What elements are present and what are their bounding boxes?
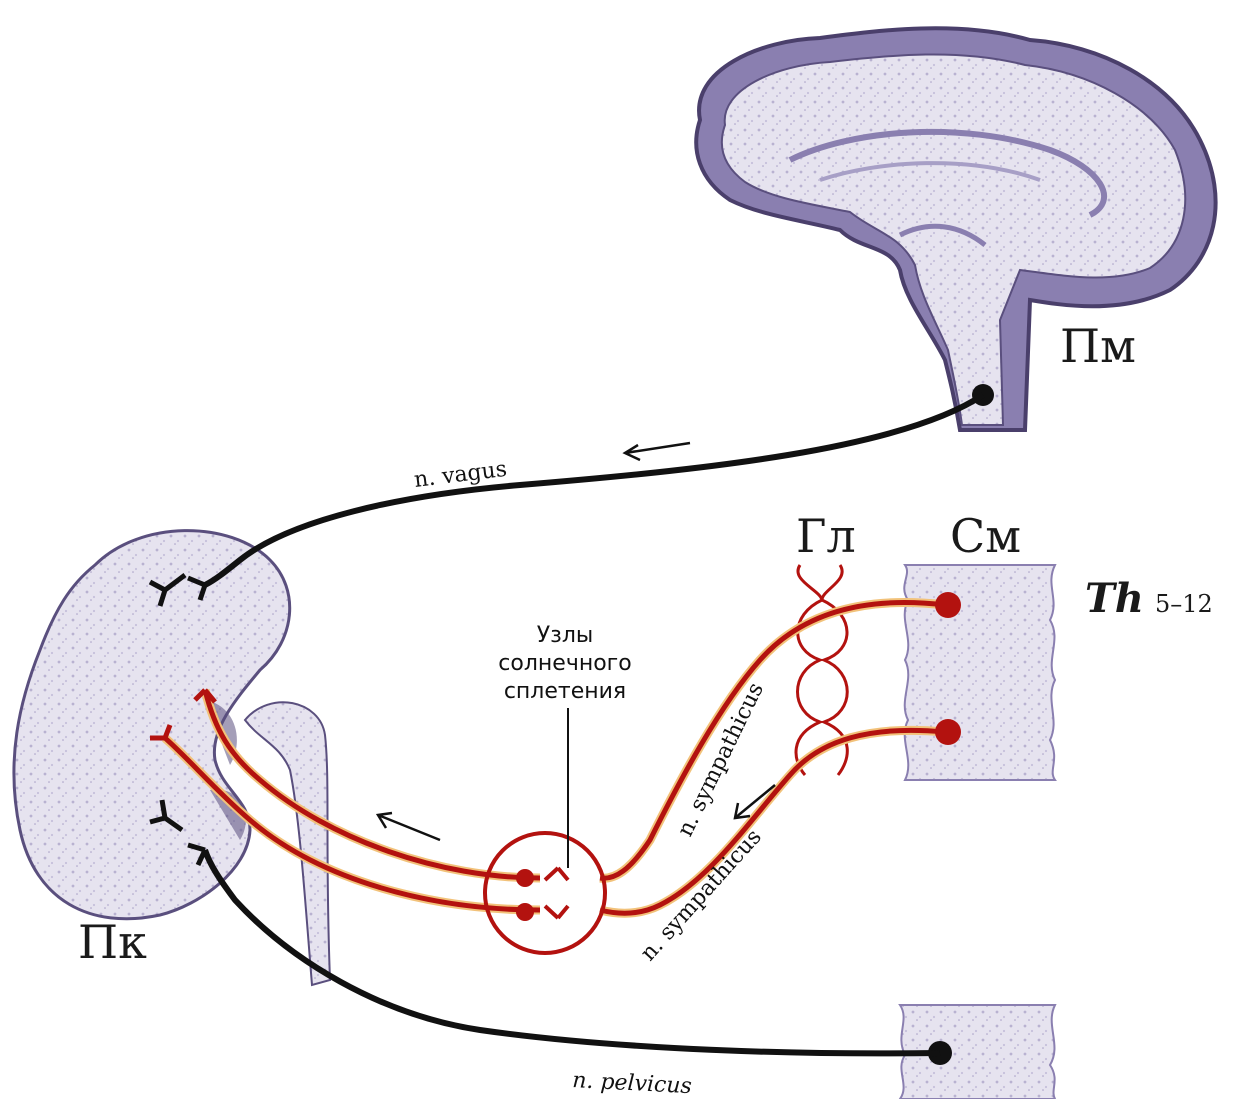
- segment-label: Th: [1085, 575, 1144, 622]
- plexus-label-line2: солнечного: [498, 651, 631, 676]
- thoracic-neuron-lower: [935, 719, 961, 745]
- pelvicus-label: n. pelvicus: [572, 1068, 693, 1099]
- brain-label: Пм: [1060, 319, 1136, 373]
- vagus-nerve: [205, 395, 983, 585]
- ganglia-label: Гл: [796, 509, 856, 563]
- postganglionic-arrow-icon: [378, 813, 440, 840]
- plexus-label-line1: Узлы: [537, 623, 594, 648]
- solar-plexus-label: Узлы солнечного сплетения: [498, 623, 631, 868]
- segment-range: 5–12: [1155, 590, 1213, 618]
- kidney: Пк: [14, 531, 330, 985]
- sympathicus-lower-label: n. sympathicus: [636, 825, 767, 966]
- spinal-cord-label: См: [950, 509, 1021, 563]
- thoracic-neuron-upper: [935, 592, 961, 618]
- vagus-arrow-icon: [625, 443, 690, 460]
- brain: Пм: [696, 28, 1215, 430]
- kidney-label: Пк: [78, 915, 147, 969]
- solar-plexus-ganglion: [485, 833, 605, 953]
- sympathetic-lower-preganglionic: [600, 730, 945, 913]
- plexus-label-line3: сплетения: [504, 679, 626, 704]
